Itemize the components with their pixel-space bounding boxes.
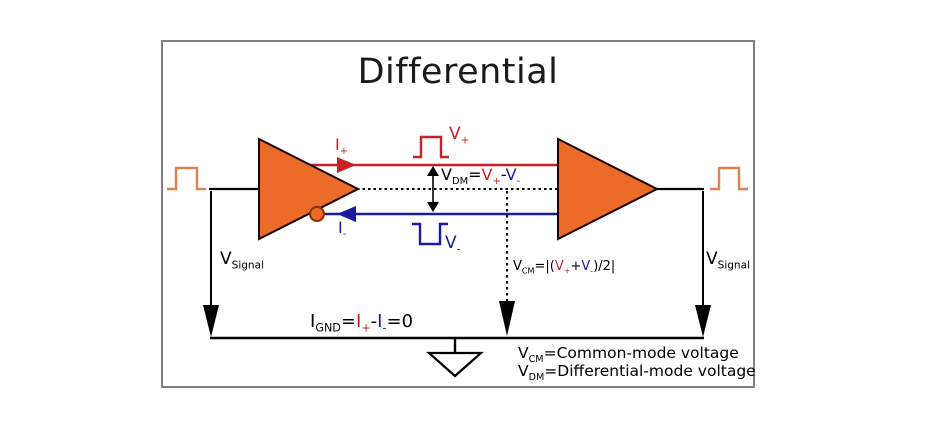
i-minus-label: I- [338,218,347,241]
v-plus-label: V+ [449,124,470,147]
i-plus-arrowhead [337,157,356,173]
vdm-formula: VDM=V+-V- [441,165,521,188]
v-plus-pulse-waveform [413,135,449,159]
output-pulse-waveform-right [710,166,748,191]
v-signal-left-arrowhead [203,305,219,337]
i-minus-arrowhead [337,206,356,222]
legend-vcm: VCM=Common-mode voltage [518,344,739,366]
diagram-title: Differential [357,52,559,92]
vcm-arrowhead [499,301,515,336]
legend-vdm: VDM=Differential-mode voltage [518,362,756,384]
right-receiver-triangle [557,137,660,241]
v-signal-right-label: VSignal [706,249,750,272]
vcm-formula: VCM=|(V++V-)/2| [513,259,616,276]
v-minus-label: V- [445,233,461,256]
left-driver-triangle [258,137,361,241]
vdm-arrowhead-up [427,166,439,176]
inverting-bubble [309,206,325,222]
ignd-formula: IGND=I+-I-=0 [310,311,414,335]
v-signal-left-label: VSignal [220,249,264,272]
ground-symbol-triangle [426,351,484,378]
v-signal-right-arrowhead [695,305,711,337]
vdm-arrowhead-down [427,202,439,212]
input-pulse-waveform-left [167,166,206,191]
i-plus-label: I+ [335,135,349,158]
v-minus-pulse-waveform [412,222,448,246]
